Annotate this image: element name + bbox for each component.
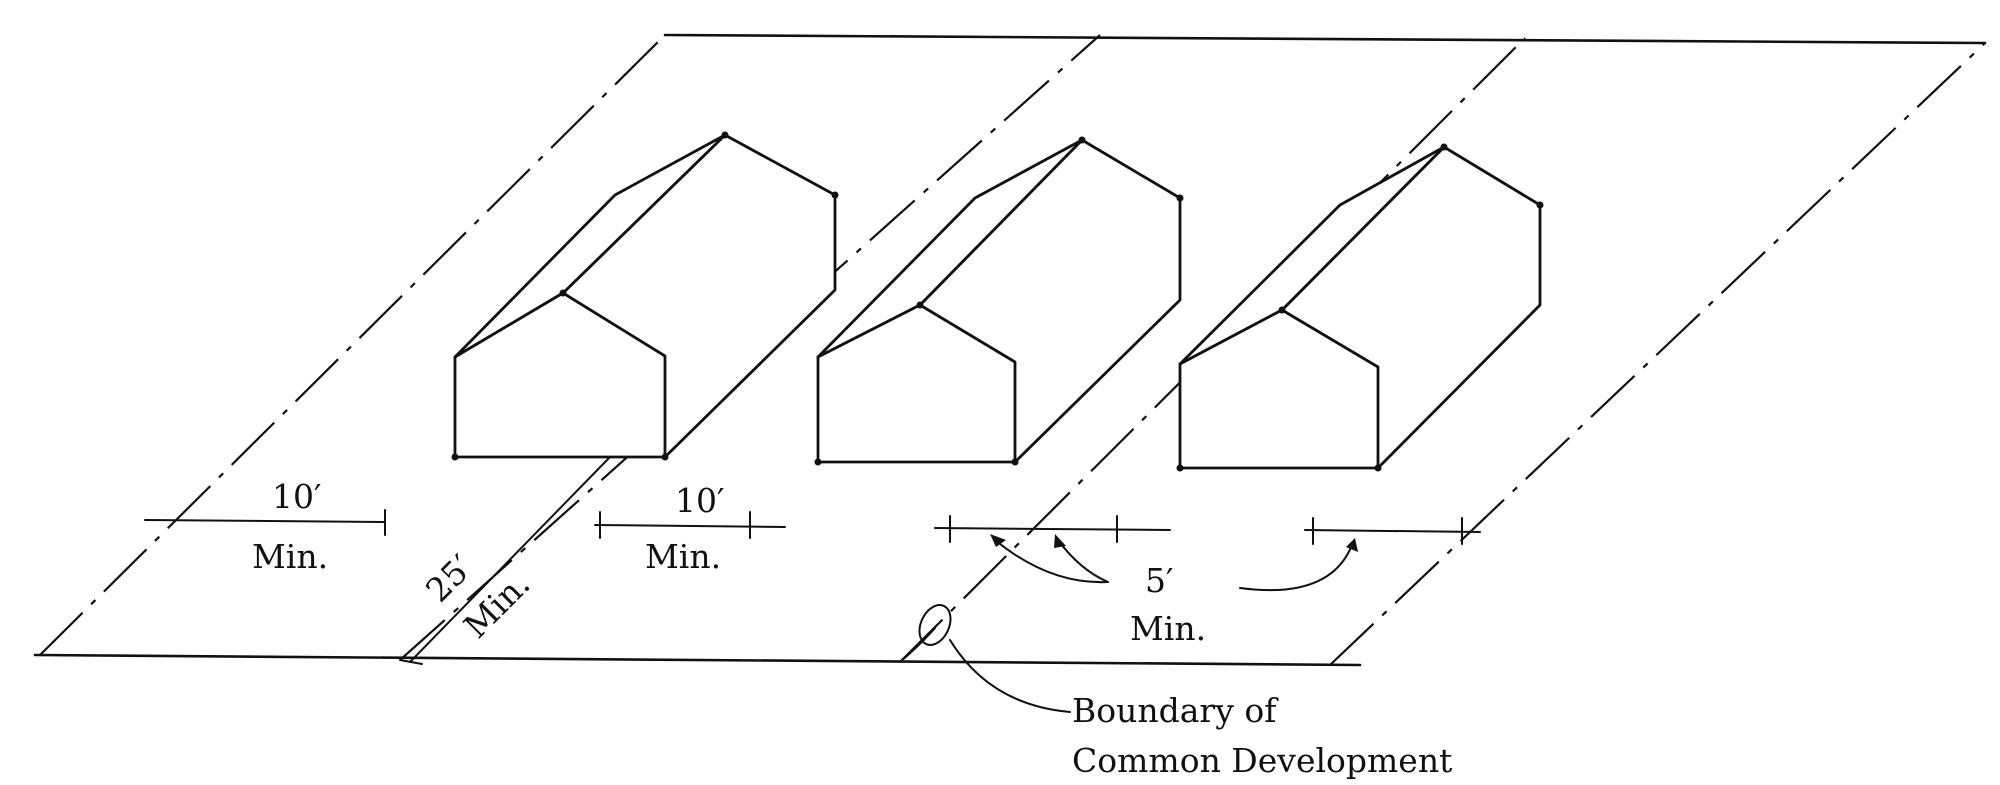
setback-labels: 10′ Min. 10′ Min. 25′ Min. 5′ Min. Bound… bbox=[252, 477, 1452, 780]
back-boundary-line bbox=[663, 33, 1987, 45]
dimension-lines bbox=[144, 456, 1481, 713]
boundary-label-line1: Boundary of bbox=[1072, 691, 1279, 730]
boundary-label-line2: Common Development bbox=[1072, 741, 1452, 780]
building-3 bbox=[1176, 143, 1544, 472]
right-lot-line bbox=[1329, 42, 1986, 666]
front-boundary-line bbox=[33, 653, 1362, 667]
lot-division-line-2 bbox=[899, 37, 1526, 663]
building-1 bbox=[451, 131, 839, 461]
between-setback-unit: Min. bbox=[645, 537, 721, 576]
common-setback-value: 5′ bbox=[1145, 561, 1174, 600]
common-setback-unit: Min. bbox=[1130, 609, 1206, 648]
building-2 bbox=[814, 136, 1184, 466]
side-setback-value: 10′ bbox=[272, 477, 321, 516]
left-lot-line bbox=[39, 34, 666, 656]
side-setback-unit: Min. bbox=[252, 537, 328, 576]
between-setback-value: 10′ bbox=[675, 481, 724, 520]
